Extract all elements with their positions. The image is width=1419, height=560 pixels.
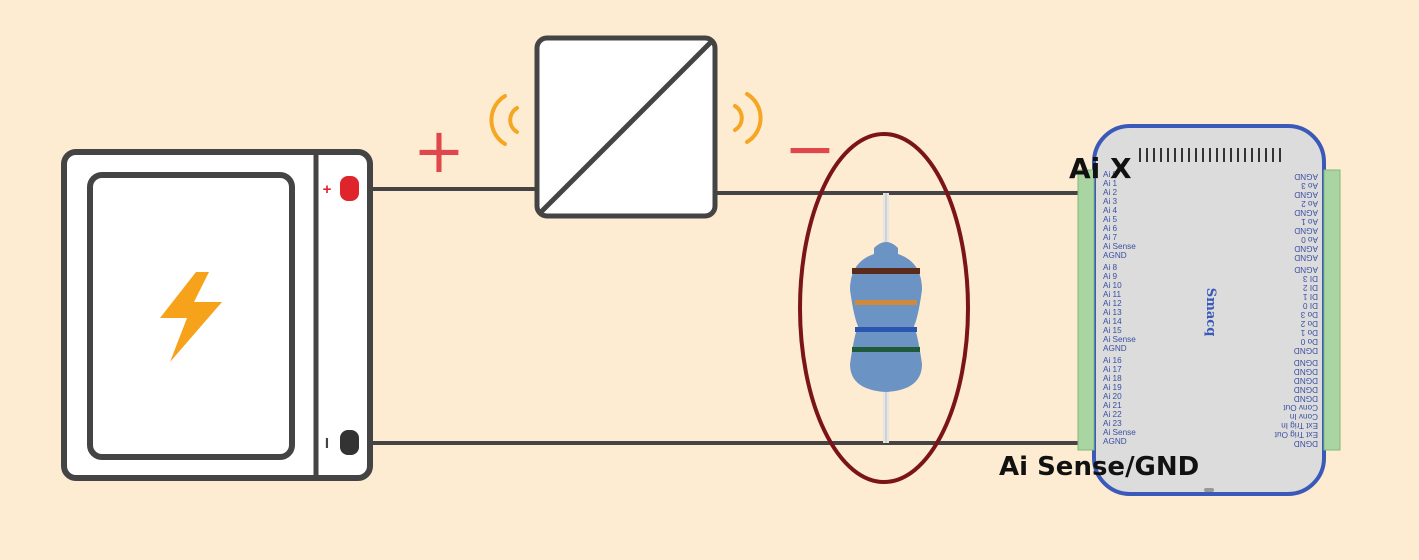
daq-left-pin-label: Ai Sense xyxy=(1103,428,1136,437)
daq-left-pin-label: Ai 6 xyxy=(1103,224,1118,233)
daq-left-pin-label: Ai 18 xyxy=(1103,374,1122,383)
daq-left-pin-label: Ai 5 xyxy=(1103,215,1118,224)
daq-left-pin-label: Ai 1 xyxy=(1103,179,1118,188)
daq-device: Ai 0Ai 1Ai 2Ai 3Ai 4Ai 5Ai 6Ai 7Ai Sense… xyxy=(1077,124,1341,496)
daq-right-pin-label: Do 3 xyxy=(1300,310,1318,319)
daq-left-pin-label: Ai 13 xyxy=(1103,308,1122,317)
daq-right-pin-label: Do 0 xyxy=(1300,337,1318,346)
daq-right-pin-label: Ext Trig Out xyxy=(1274,430,1318,439)
daq-left-pin-label: Ai Sense xyxy=(1103,335,1136,344)
daq-left-pin-label: Ai 12 xyxy=(1103,299,1122,308)
daq-indicator xyxy=(1204,488,1214,492)
resistor xyxy=(850,193,922,443)
daq-left-pin-label: Ai 19 xyxy=(1103,383,1122,392)
daq-right-pin-label: Ao 1 xyxy=(1301,217,1318,226)
minus-sign: − xyxy=(784,112,836,185)
signal-arcs-right xyxy=(733,92,763,144)
daq-left-pin-label: Ai 14 xyxy=(1103,317,1122,326)
daq-left-pin-label: Ai 8 xyxy=(1103,263,1118,272)
daq-right-pin-label: Ao 0 xyxy=(1301,235,1318,244)
daq-left-pin-label: Ai 17 xyxy=(1103,365,1122,374)
daq-right-pin-label: DGND xyxy=(1294,439,1318,448)
daq-right-pin-label: DI 0 xyxy=(1303,301,1318,310)
ai-x-callout: Ai X xyxy=(1069,152,1132,185)
daq-left-pin-label: Ai 22 xyxy=(1103,410,1122,419)
daq-right-pin-label: DGND xyxy=(1294,358,1318,367)
daq-right-pin-label: Conv In xyxy=(1289,412,1318,421)
resistor-band-3 xyxy=(855,327,917,332)
power-supply-minus-mark: I xyxy=(325,435,329,452)
daq-left-pin-labels: Ai 0Ai 1Ai 2Ai 3Ai 4Ai 5Ai 6Ai 7Ai Sense… xyxy=(1103,170,1136,446)
daq-left-pin-label: Ai 7 xyxy=(1103,233,1118,242)
daq-right-pin-label: DI 1 xyxy=(1303,292,1318,301)
daq-right-pin-label: DI 2 xyxy=(1303,283,1318,292)
daq-right-pin-label: DGND xyxy=(1294,346,1318,355)
daq-vent-slots xyxy=(1139,148,1281,162)
daq-left-pin-label: Ai 23 xyxy=(1103,419,1122,428)
daq-left-connector xyxy=(1077,169,1095,451)
daq-left-pin-label: Ai 15 xyxy=(1103,326,1122,335)
daq-left-pin-label: Ai 9 xyxy=(1103,272,1118,281)
daq-left-pin-label: Ai 0 xyxy=(1103,170,1118,179)
power-supply: + I xyxy=(61,149,373,481)
resistor-band-4 xyxy=(852,347,920,352)
daq-right-pin-label: AGND xyxy=(1294,244,1318,253)
transducer-block xyxy=(534,35,718,219)
daq-left-pin-label: Ai 20 xyxy=(1103,392,1122,401)
daq-left-pin-label: Ai 3 xyxy=(1103,197,1118,206)
daq-right-pin-label: AGND xyxy=(1294,226,1318,235)
daq-right-pin-label: Do 1 xyxy=(1300,328,1318,337)
negative-terminal xyxy=(340,430,359,455)
daq-right-pin-label: AGND xyxy=(1294,208,1318,217)
daq-left-pin-label: Ai 4 xyxy=(1103,206,1118,215)
positive-terminal xyxy=(340,176,359,201)
power-supply-plus-mark: + xyxy=(323,181,332,198)
daq-right-pin-label: DGND xyxy=(1294,394,1318,403)
daq-right-pin-label: AGND xyxy=(1294,265,1318,274)
daq-left-pin-label: Ai 21 xyxy=(1103,401,1122,410)
daq-left-pin-label: AGND xyxy=(1103,251,1127,260)
daq-brand-label: Smacq xyxy=(1203,288,1218,337)
signal-arcs-left xyxy=(489,94,519,146)
daq-right-pin-label: AGND xyxy=(1294,190,1318,199)
daq-right-pin-label: Ao 2 xyxy=(1301,199,1318,208)
daq-left-pin-label: AGND xyxy=(1103,437,1127,446)
bolt-icon xyxy=(160,272,222,362)
daq-right-pin-label: AGND xyxy=(1294,253,1318,262)
daq-left-pin-label: Ai Sense xyxy=(1103,242,1136,251)
daq-right-pin-label: Ext Trig In xyxy=(1281,421,1318,430)
plus-sign: + xyxy=(413,114,465,187)
daq-right-pin-label: DI 3 xyxy=(1303,274,1318,283)
resistor-highlight-ellipse xyxy=(798,132,970,484)
daq-left-pin-label: Ai 2 xyxy=(1103,188,1118,197)
daq-right-pin-label: AGND xyxy=(1294,172,1318,181)
daq-left-pin-label: Ai 11 xyxy=(1103,290,1121,299)
daq-right-pin-label: Ao 3 xyxy=(1301,181,1318,190)
daq-right-connector xyxy=(1323,169,1341,451)
ai-sense-gnd-callout: Ai Sense/GND xyxy=(999,452,1200,482)
resistor-band-1 xyxy=(852,268,920,274)
daq-right-pin-label: Do 2 xyxy=(1300,319,1318,328)
resistor-band-2 xyxy=(855,300,917,305)
daq-left-pin-label: Ai 16 xyxy=(1103,356,1122,365)
daq-right-pin-label: Conv Out xyxy=(1283,403,1318,412)
daq-left-pin-label: Ai 10 xyxy=(1103,281,1122,290)
daq-left-pin-label: AGND xyxy=(1103,344,1127,353)
daq-right-pin-label: DGND xyxy=(1294,376,1318,385)
daq-right-pin-label: DGND xyxy=(1294,367,1318,376)
daq-right-pin-label: DGND xyxy=(1294,385,1318,394)
